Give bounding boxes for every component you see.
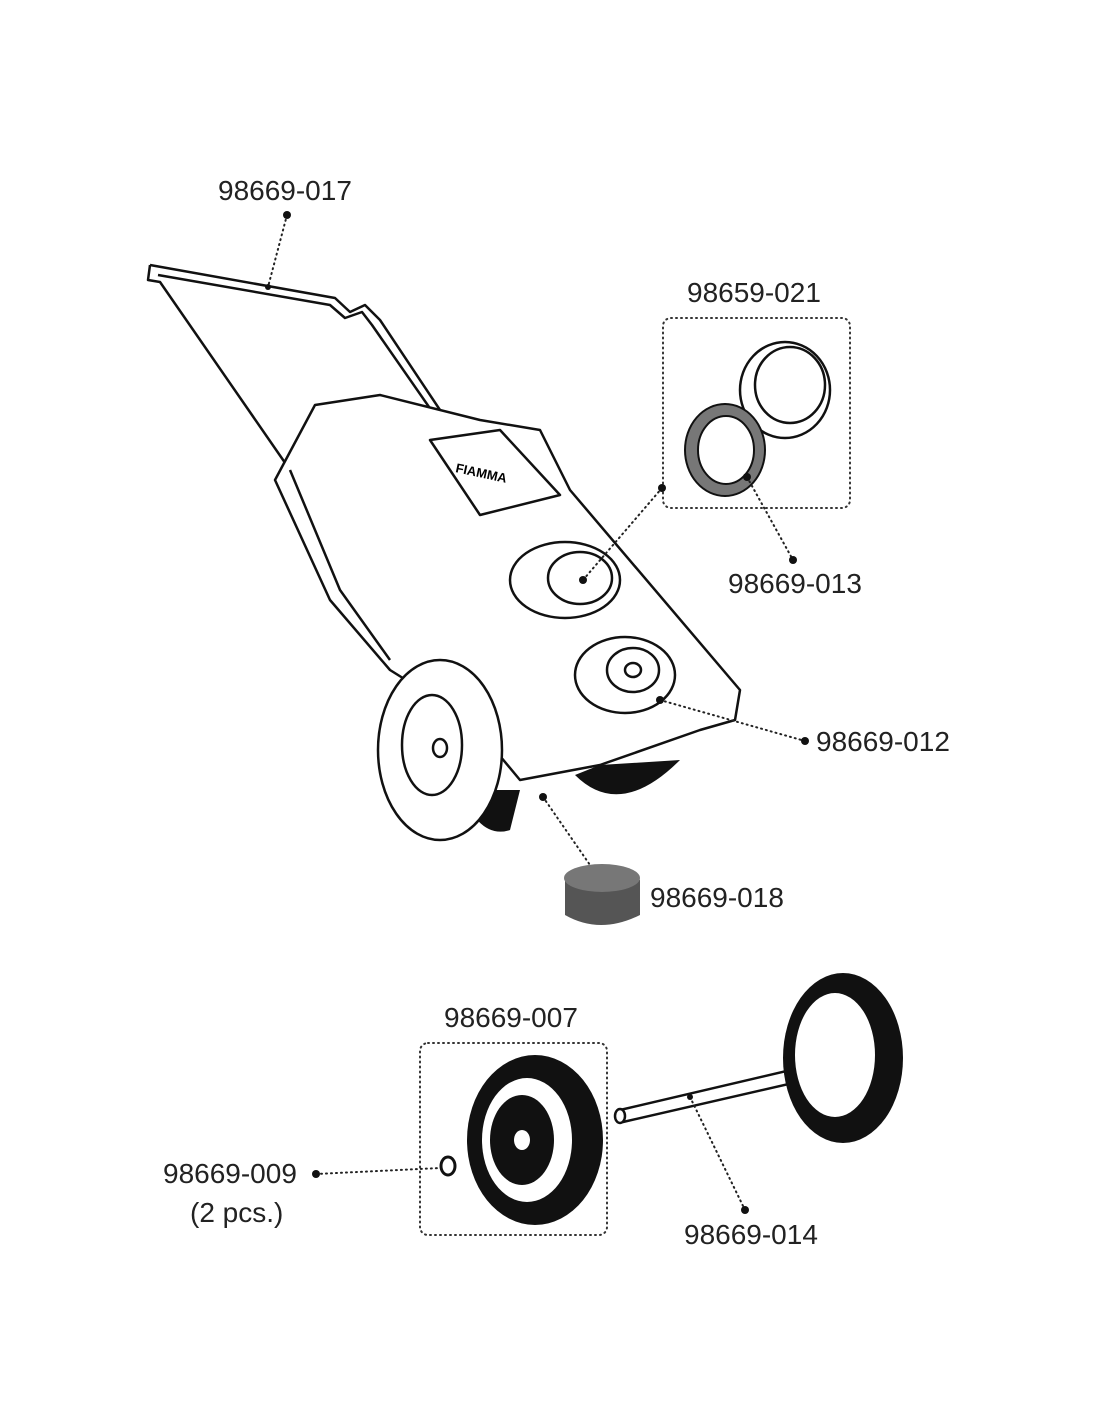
axle-drawing [613,973,903,1143]
wheel-drawing [439,1055,603,1225]
part-label-handle: 98669-017 [218,175,352,206]
foot-drawing [564,864,640,925]
part-label-wheel-clip: 98669-009 [163,1158,297,1189]
part-label-wheel: 98669-007 [444,1002,578,1033]
cap-kit-drawing [684,340,832,497]
part-label-foot: 98669-018 [650,882,784,913]
part-label-wheel-clip-qty: (2 pcs.) [190,1197,283,1228]
wheel-box [419,1042,608,1236]
part-label-drain-cap: 98669-012 [816,726,950,757]
handle-drawing [146,263,462,471]
tank-drawing: FIAMMA [273,393,742,842]
cap-kit-box [662,317,851,509]
part-label-gasket: 98669-013 [728,568,862,599]
part-label-axle: 98669-014 [684,1219,818,1250]
part-label-cap-kit: 98659-021 [687,277,821,308]
